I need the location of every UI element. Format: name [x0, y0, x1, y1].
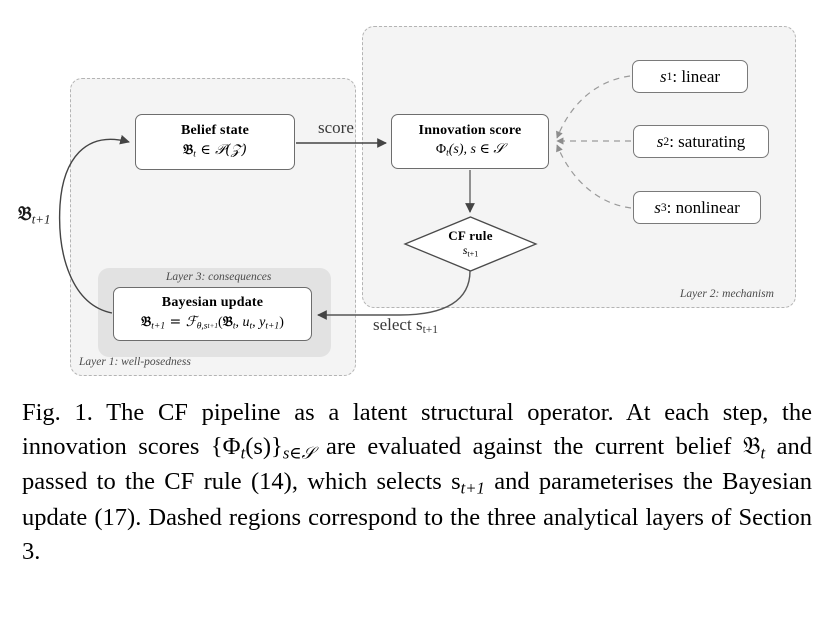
strategy-3-index: 3 [660, 201, 667, 214]
edge-select-arrow [317, 270, 471, 320]
node-innovation-score-title: Innovation score [418, 122, 522, 138]
strategy-2-index: 2 [663, 135, 670, 148]
layer-label-well-posedness: Layer 1: well-posedness [79, 356, 191, 368]
strategy-2-symbol: s [656, 131, 664, 151]
node-innovation-score[interactable]: Innovation score Φt(s), s ∈ 𝒮 [391, 114, 549, 169]
belief-state-space: ∈ 𝒫(𝒵) [195, 141, 247, 158]
edge-strategy-3-dashed [556, 144, 632, 209]
caption-sub-t1: t+1 [460, 479, 485, 499]
node-cf-rule[interactable]: CF rule st+1 [405, 217, 536, 271]
caption-sub-t2: t [760, 443, 766, 463]
caption-sub-t: t [240, 443, 246, 463]
caption-line2c: are evaluated against the current belief… [314, 432, 761, 460]
node-bayesian-update[interactable]: Bayesian update 𝔅t+1 = ℱθ,st+1(𝔅t, ut, y… [113, 287, 312, 341]
node-belief-state-title: Belief state [180, 123, 250, 139]
figure-diagram: Layer 1: well-posedness Layer 2: mechani… [18, 26, 796, 376]
layer-label-consequences: Layer 3: consequences [166, 271, 272, 283]
edge-feedback-arrow [58, 134, 130, 314]
node-cf-rule-subscript: st+1 [462, 243, 479, 259]
node-belief-state-formula: 𝔅t ∈ 𝒫(𝒵) [183, 142, 247, 162]
strategy-2-label: : saturating [669, 131, 746, 151]
strategy-1-index: 1 [666, 70, 673, 83]
node-cf-rule-title: CF rule [448, 228, 493, 244]
strategy-3-label: : nonlinear [666, 197, 740, 217]
caption-line2e: and parameterises the Bayesian update (1… [22, 468, 812, 565]
figure-caption: Fig. 1. The CF pipeline as a latent stru… [22, 396, 812, 569]
edge-label-feedback-belief: 𝔅t+1 [18, 203, 51, 227]
belief-state-subscript: t [193, 149, 196, 160]
layer-label-mechanism: Layer 2: mechanism [680, 288, 774, 300]
belief-state-symbol: 𝔅 [183, 141, 194, 158]
node-bayesian-update-formula: 𝔅t+1 = ℱθ,st+1(𝔅t, ut, yt+1) [141, 313, 284, 332]
edge-strategy-1-dashed [556, 75, 631, 139]
caption-line2a: At each step, the innovation scores {Φ [22, 399, 812, 460]
innovation-phi-args: (s), s ∈ 𝒮 [448, 142, 505, 158]
caption-line2b: (s)} [245, 432, 283, 460]
caption-line2d: and passed to the CF rule (14), which se… [22, 432, 812, 496]
caption-sub-sinS: s∈𝒮 [282, 443, 315, 463]
edge-label-select: select st+1 [373, 315, 439, 337]
strategy-1-label: : linear [672, 66, 721, 86]
caption-prefix: Fig. 1. [22, 399, 93, 426]
strategy-1-symbol: s [659, 66, 667, 86]
innovation-phi-subscript: t [446, 149, 449, 160]
caption-line1: The CF pipeline as a latent structural o… [106, 399, 614, 426]
connector-layer [58, 75, 632, 320]
node-bayesian-update-title: Bayesian update [161, 295, 264, 311]
node-belief-state[interactable]: Belief state 𝔅t ∈ 𝒫(𝒵) [135, 114, 295, 170]
strategy-3-symbol: s [654, 197, 661, 217]
node-innovation-score-formula: Φt(s), s ∈ 𝒮 [436, 141, 504, 161]
innovation-phi-symbol: Φ [435, 142, 447, 158]
edge-label-score: score [318, 118, 354, 137]
